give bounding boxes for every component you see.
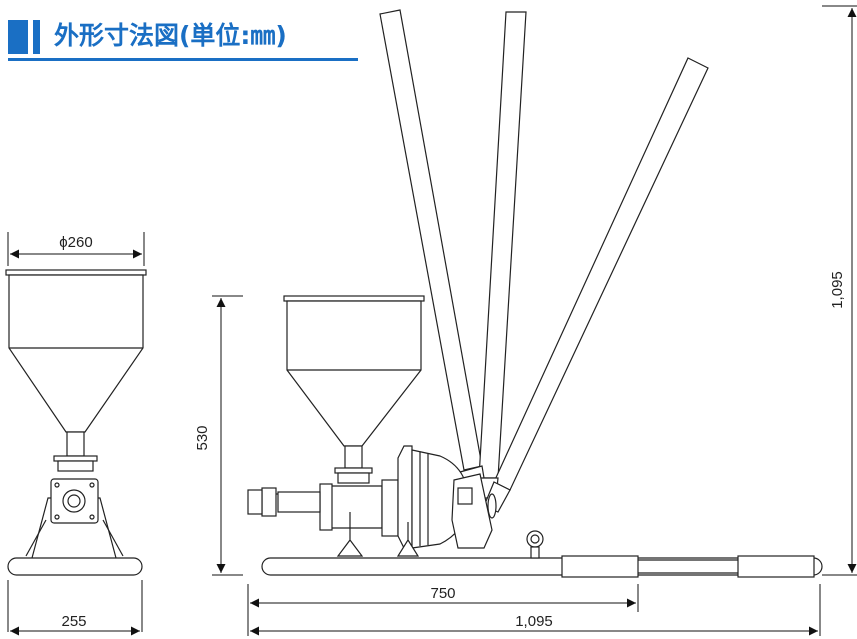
dim-750: 750 [430, 585, 455, 602]
front-dimensions [7, 232, 145, 636]
front-bolt [54, 514, 60, 520]
nozzle-coupling [247, 489, 263, 515]
front-port-inner [67, 494, 81, 508]
side-hopper [286, 300, 422, 447]
front-view [5, 269, 147, 576]
header-accent-bar-thin [33, 20, 40, 54]
dim-overall-length: 1,095 [515, 613, 553, 630]
gear-detail [457, 487, 473, 505]
drum-cap [397, 445, 413, 549]
front-flange-mid [57, 460, 94, 472]
handle-right [493, 57, 709, 491]
side-base-rail [261, 557, 823, 576]
base-block [561, 555, 639, 578]
front-hopper [8, 274, 144, 433]
side-hopper-rim [283, 295, 425, 302]
lifting-eye-stem [530, 546, 540, 559]
front-base [7, 557, 143, 576]
front-bolt [89, 514, 95, 520]
nozzle-body [277, 491, 321, 513]
dim-base-width: 255 [61, 613, 86, 630]
dim-overall-height: 1,095 [829, 271, 846, 309]
handles [379, 9, 709, 513]
side-flange-top [334, 467, 373, 474]
side-neck [344, 445, 363, 469]
header-underline [8, 58, 358, 61]
nozzle-flange [261, 487, 277, 517]
header: 外形寸法図(単位:㎜) [8, 14, 358, 61]
front-port [62, 489, 86, 513]
dim-hopper-diameter: ϕ260 [59, 234, 92, 251]
handle-center [478, 11, 527, 479]
dim-height: 530 [194, 425, 211, 450]
front-flange-top [53, 455, 98, 462]
front-hopper-rim [5, 269, 147, 276]
side-flange-mid [337, 472, 370, 484]
front-strut-left [25, 519, 47, 557]
pump-flange [319, 483, 333, 531]
gear-pin [487, 493, 497, 519]
lifting-eye-hole [530, 534, 540, 544]
header-accent-bar [8, 20, 28, 54]
side-dimensions [212, 5, 857, 636]
pump-flange [381, 479, 399, 537]
side-view [247, 295, 823, 578]
front-neck [66, 431, 85, 457]
stand-right [396, 522, 420, 557]
front-bolt [54, 482, 60, 488]
front-strut-right [102, 519, 124, 557]
pump-housing [329, 485, 383, 529]
stand-left [336, 512, 364, 557]
front-bolt [89, 482, 95, 488]
base-block [737, 555, 815, 578]
page-title: 外形寸法図(単位:㎜) [54, 21, 287, 50]
